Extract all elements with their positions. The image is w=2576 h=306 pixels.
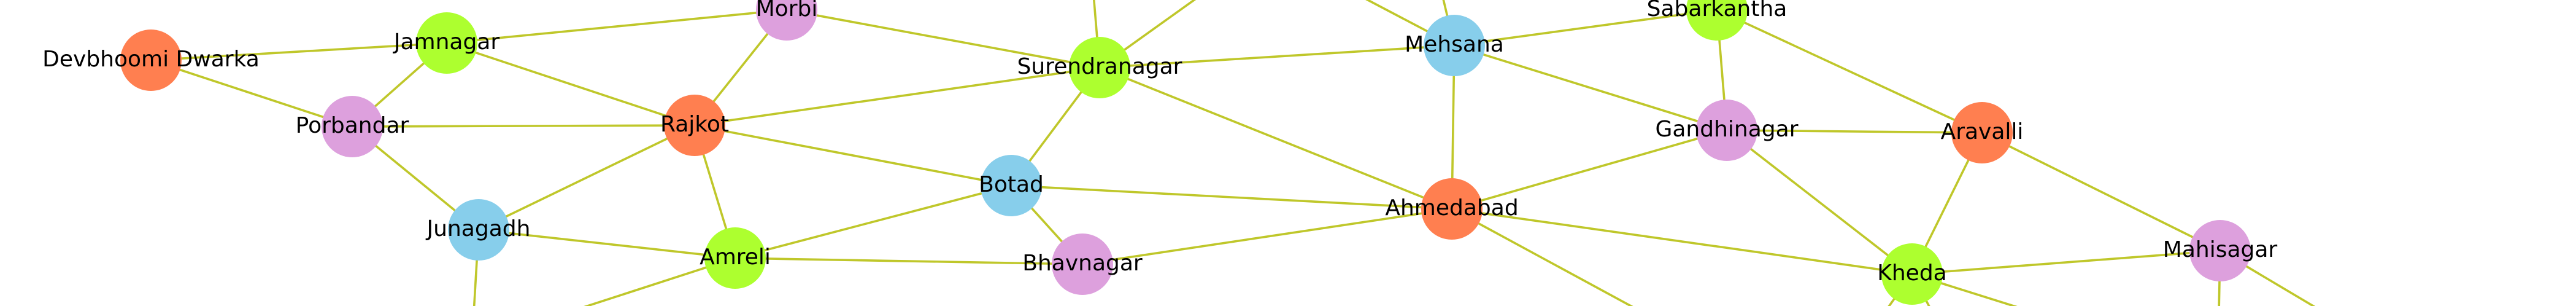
edge-gandhinagar-ahmedabad (1451, 129, 1727, 210)
node-label-surendranagar: Surendranagar (1017, 54, 1182, 79)
node-label-morbi: Morbi (756, 0, 818, 22)
node-label-aravalli: Aravalli (1941, 119, 2024, 144)
node-label-devbhoomi-dwarka: Devbhoomi Dwarka (42, 47, 260, 72)
edge-botad-amreli (735, 184, 1012, 259)
node-bhavnagar: Bhavnagar (1022, 233, 1143, 295)
node-circle-botad (981, 155, 1042, 216)
edge-morbi-surendranagar (786, 9, 1100, 69)
node-surendranagar: Surendranagar (1017, 37, 1182, 98)
node-label-junagadh: Junagadh (426, 216, 531, 241)
node-label-porbandar: Porbandar (296, 113, 409, 138)
node-circle-sabarkantha (1686, 0, 1748, 41)
node-aravalli: Aravalli (1941, 102, 2024, 163)
edge-devbhoomi-dwarka-jamnagar (150, 42, 447, 61)
edge-gandhinagar-aravalli (1726, 129, 1983, 134)
node-circle-porbandar (322, 96, 383, 157)
edge-porbandar-rajkot (352, 124, 695, 128)
edge-surendranagar-ahmedabad (1099, 66, 1452, 210)
node-label-bhavnagar: Bhavnagar (1022, 251, 1143, 276)
node-label-botad: Botad (979, 172, 1044, 197)
edge-mehsana-gandhinagar (1454, 44, 1727, 131)
edge-sabarkantha-aravalli (1716, 9, 1983, 134)
node-label-rajkot: Rajkot (660, 112, 729, 137)
edge-layer (150, 0, 2316, 306)
node-circle-rajkot (664, 95, 725, 156)
node-circle-amreli (704, 227, 766, 289)
edge-devbhoomi-dwarka-porbandar (150, 59, 353, 128)
node-mahisagar: Mahisagar (2163, 220, 2278, 281)
node-circle-mahisagar (2189, 220, 2251, 281)
node-junagadh: Junagadh (426, 199, 531, 261)
node-sabarkantha: Sabarkantha (1647, 0, 1787, 41)
edge-rajkot-surendranagar (694, 66, 1100, 127)
edge-kheda-mahisagar (1911, 249, 2221, 275)
node-circle-kheda (1881, 243, 1943, 305)
node-rajkot: Rajkot (660, 95, 729, 156)
edge-ahmedabad-kheda (1451, 208, 1913, 275)
edge-rajkot-junagadh (478, 124, 695, 231)
node-porbandar: Porbandar (296, 96, 409, 157)
node-label-kheda: Kheda (1877, 261, 1946, 286)
node-circle-gandhinagar (1696, 100, 1757, 161)
node-label-gandhinagar: Gandhinagar (1655, 117, 1798, 142)
node-circle-junagadh (448, 199, 509, 261)
node-jamnagar: Jamnagar (393, 12, 500, 74)
node-kheda: Kheda (1877, 243, 1947, 305)
edge-gandhinagar-kheda (1726, 129, 1913, 275)
node-label-amreli: Amreli (700, 245, 771, 270)
node-label-ahmedabad: Ahmedabad (1385, 195, 1518, 221)
edge-surendranagar-mehsana (1099, 44, 1455, 69)
node-circle-ahmedabad (1421, 178, 1483, 240)
edge-ahmedabad-bhavnagar (1082, 208, 1452, 265)
edge-mehsana-sabarkantha (1454, 9, 1718, 47)
node-label-jamnagar: Jamnagar (393, 29, 500, 55)
node-layer: Devbhoomi Dwarka Jamnagar MorbiSurendranag… (42, 0, 2277, 305)
node-circle-devbhoomi-dwarka (120, 29, 182, 91)
node-label-sabarkantha: Sabarkantha (1647, 0, 1787, 22)
edge-offscreen (1451, 208, 1633, 306)
node-circle-bhavnagar (1052, 233, 1113, 295)
node-ahmedabad: Ahmedabad (1385, 178, 1519, 240)
edge-rajkot-botad (694, 124, 1012, 187)
node-devbhoomi-dwarka: Devbhoomi Dwarka (42, 29, 260, 91)
edge-amreli-bhavnagar (735, 257, 1083, 265)
node-circle-morbi (756, 0, 817, 41)
node-circle-aravalli (1951, 102, 2013, 163)
node-label-mehsana: Mehsana (1405, 32, 1504, 57)
edge-jamnagar-rajkot (446, 42, 695, 127)
node-circle-surendranagar (1069, 37, 1130, 98)
edge-botad-ahmedabad (1011, 184, 1452, 210)
edge-junagadh-amreli (478, 229, 736, 259)
node-gandhinagar: Gandhinagar (1655, 100, 1799, 161)
edge-jamnagar-morbi (446, 9, 787, 44)
edge-aravalli-mahisagar (1981, 131, 2221, 252)
node-circle-jamnagar (416, 12, 477, 74)
node-label-mahisagar: Mahisagar (2163, 237, 2278, 262)
node-botad: Botad (979, 155, 1044, 216)
node-morbi: Morbi (756, 0, 818, 41)
node-mehsana: Mehsana (1405, 15, 1504, 76)
node-circle-mehsana (1424, 15, 1485, 76)
node-amreli: Amreli (700, 227, 771, 289)
